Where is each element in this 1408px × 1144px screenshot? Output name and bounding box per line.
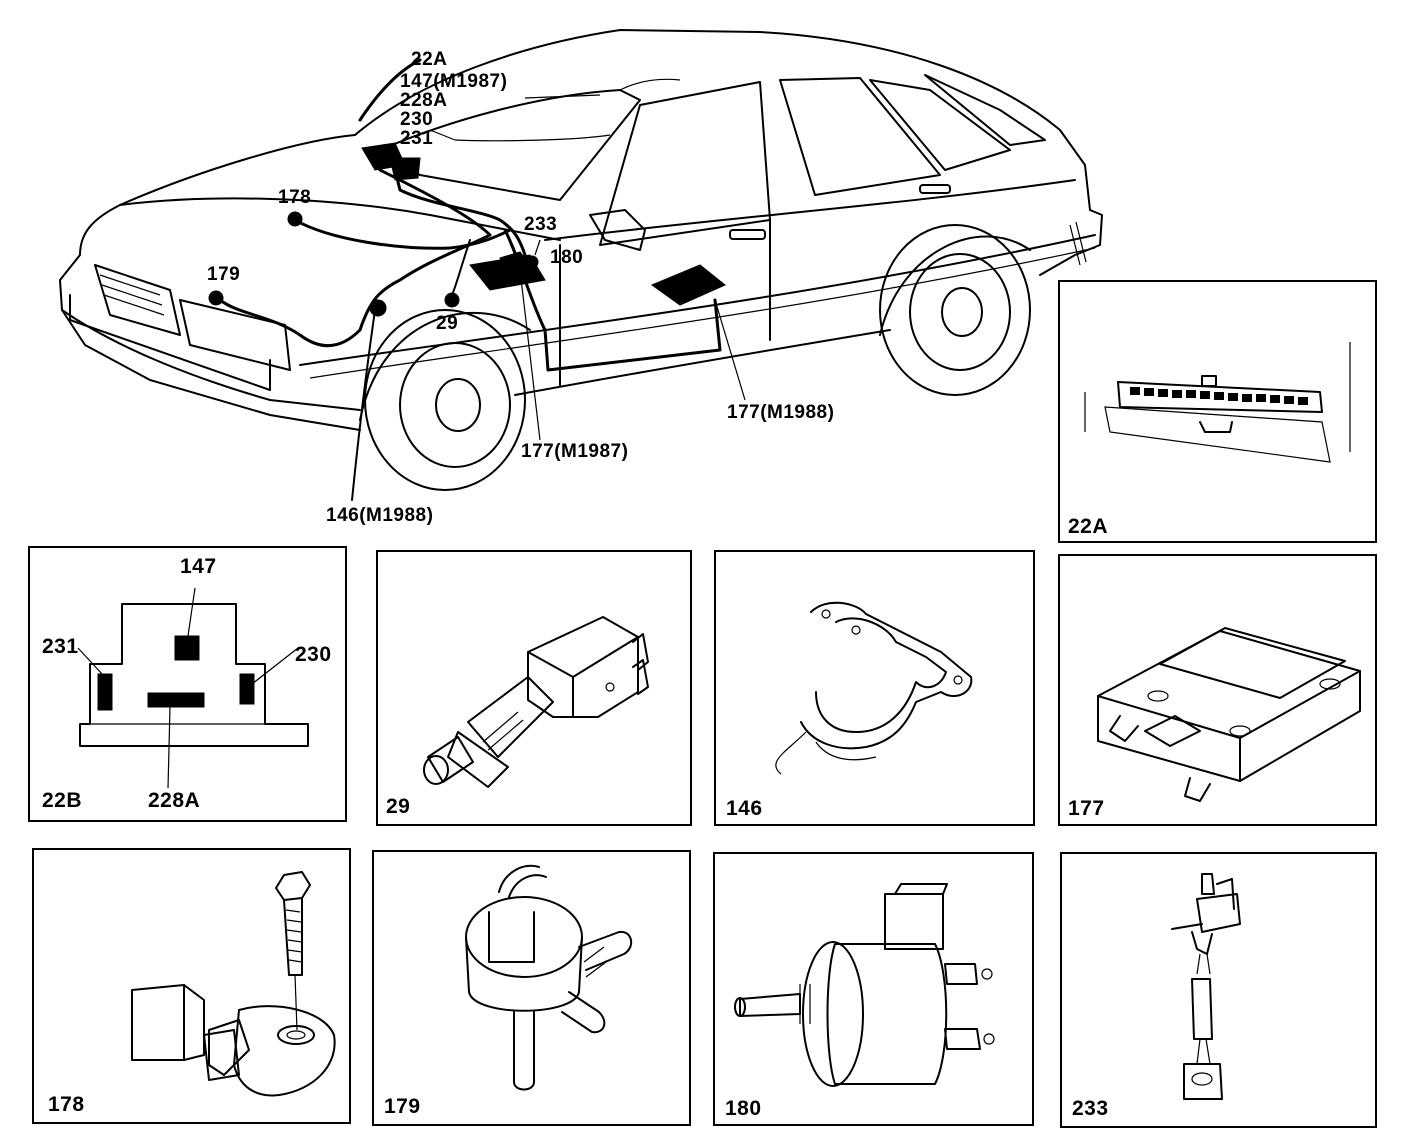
panel-29-label: 29 <box>386 795 411 818</box>
panel-180: 180 <box>713 852 1034 1126</box>
knock-sensor-illustration <box>131 871 336 1097</box>
panel-146-label: 146 <box>726 797 763 820</box>
callout-180: 180 <box>550 247 584 268</box>
panel-146: 146 <box>714 550 1035 826</box>
panel-22a-label: 22A <box>1068 515 1109 538</box>
panel-233-label: 233 <box>1072 1097 1109 1120</box>
callout-146-m1988: 146(M1988) <box>326 505 434 526</box>
panel-22a: 22A <box>1058 280 1377 543</box>
callout-179: 179 <box>207 264 241 285</box>
panel-22b-147: 147 <box>180 555 217 578</box>
panel-22b-label: 22B <box>42 789 83 812</box>
panel-177-label: 177 <box>1068 797 1105 820</box>
panel-233: 233 <box>1060 852 1377 1128</box>
callout-231: 231 <box>400 128 434 149</box>
brake-switch-illustration <box>423 616 649 788</box>
solenoid-180-illustration <box>734 883 995 1087</box>
callout-177-m1988: 177(M1988) <box>727 402 835 423</box>
panel-180-label: 180 <box>725 1097 762 1120</box>
panel-179: 179 <box>372 850 691 1126</box>
car-illustration <box>59 29 1103 501</box>
sensor-233-illustration <box>1171 873 1241 1100</box>
callout-230: 230 <box>400 109 434 130</box>
control-unit-illustration <box>1097 627 1361 802</box>
relay-board-illustration <box>77 587 309 789</box>
valve-179-illustration <box>465 864 633 1091</box>
callout-233: 233 <box>524 214 558 235</box>
callout-22a: 22A <box>411 49 448 70</box>
fuse-box-illustration <box>1084 342 1351 463</box>
callout-177-m1987: 177(M1987) <box>521 441 629 462</box>
panel-22b: 147 231 230 228A 22B <box>28 546 347 822</box>
panel-178: 178 <box>32 848 351 1124</box>
panel-178-label: 178 <box>48 1093 85 1116</box>
panel-29: 29 <box>376 550 692 826</box>
panel-179-label: 179 <box>384 1095 421 1118</box>
sensor-146-illustration <box>775 601 973 775</box>
panel-22b-228a: 228A <box>148 789 201 812</box>
callout-147: 147(M1987) <box>400 71 508 92</box>
callout-178: 178 <box>278 187 312 208</box>
panel-22b-231: 231 <box>42 635 79 658</box>
panel-22b-230: 230 <box>295 643 332 666</box>
callout-228a: 228A <box>400 90 448 111</box>
panel-177: 177 <box>1058 554 1377 826</box>
callout-29: 29 <box>436 313 459 334</box>
